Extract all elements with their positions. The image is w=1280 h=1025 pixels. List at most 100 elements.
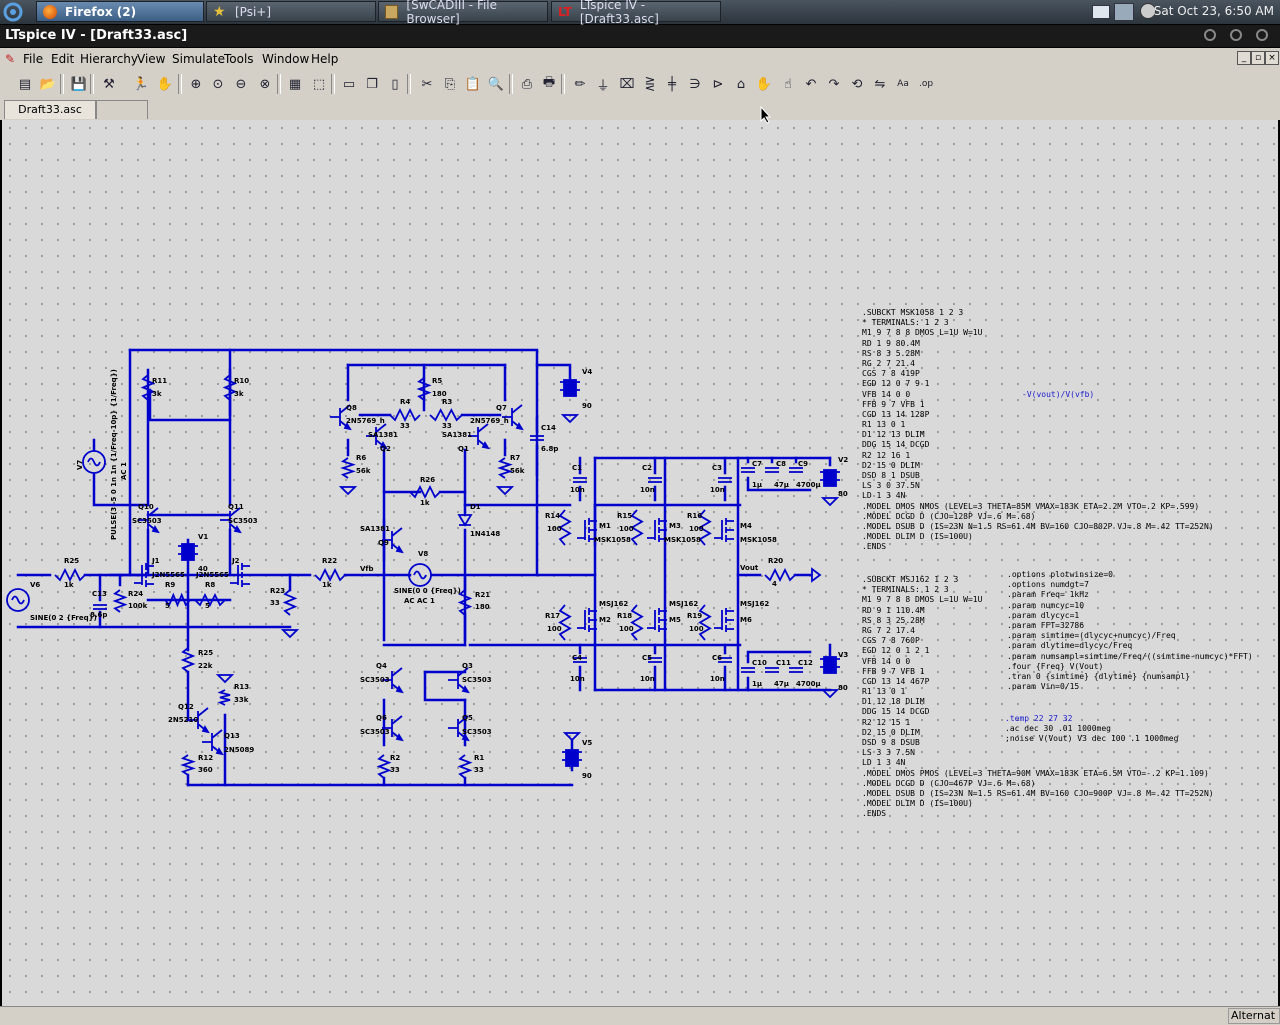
wire[interactable] (746, 476, 812, 492)
new-schematic-icon[interactable]: ▤ (18, 76, 32, 92)
resistor[interactable] (180, 647, 196, 673)
redo-icon[interactable]: ↷ (828, 76, 840, 92)
capacitor-icon[interactable]: ╪ (668, 76, 676, 92)
resistor[interactable] (457, 589, 473, 616)
resistor[interactable] (222, 374, 238, 401)
capacitor[interactable] (765, 467, 779, 473)
diode[interactable] (457, 514, 473, 527)
close-button[interactable] (1256, 29, 1268, 41)
capacitor[interactable] (573, 477, 587, 483)
find-icon[interactable]: 🔍 (487, 76, 505, 92)
mosfet[interactable] (577, 608, 597, 632)
arrow[interactable] (395, 545, 404, 554)
transistor[interactable] (382, 527, 403, 553)
clock-tray-icon[interactable] (1140, 3, 1156, 19)
capacitor[interactable] (718, 477, 732, 483)
cascade-icon[interactable]: ❐ (366, 76, 378, 92)
capacitor[interactable] (718, 657, 732, 663)
open-icon[interactable]: 📂 (39, 76, 57, 92)
drag-icon[interactable]: ☝ (784, 76, 792, 92)
arrow[interactable] (201, 725, 210, 734)
tab-draft33[interactable]: Draft33.asc (4, 100, 96, 119)
arrow[interactable] (461, 685, 470, 694)
capacitor[interactable] (741, 467, 755, 473)
waveform-icon[interactable]: ▦ (288, 76, 302, 92)
control-panel-icon[interactable]: ⚒ (103, 76, 115, 92)
mosfet[interactable] (134, 563, 154, 587)
print-icon[interactable]: 🖶 (542, 75, 556, 90)
menu-view[interactable]: View (137, 52, 166, 66)
tab-empty[interactable] (96, 100, 148, 119)
system-menu-icon[interactable] (3, 2, 23, 22)
pan-icon[interactable]: ✋ (156, 76, 174, 92)
zoom-in-icon[interactable]: ⊕ (190, 76, 202, 92)
transistor[interactable] (382, 667, 403, 693)
resistor[interactable] (416, 377, 432, 401)
transistor[interactable] (202, 729, 223, 755)
capacitor[interactable] (765, 667, 779, 673)
arrow[interactable] (395, 733, 404, 742)
transistor[interactable] (382, 715, 403, 741)
autorange-icon[interactable]: ⬚ (312, 76, 326, 92)
resistor[interactable] (112, 589, 128, 613)
voltage-source[interactable] (6, 588, 30, 612)
undo-icon[interactable]: ↶ (805, 76, 817, 92)
output-port[interactable] (811, 567, 822, 583)
voltage-source[interactable] (408, 563, 432, 587)
battery[interactable] (563, 379, 577, 397)
mirror-icon[interactable]: ⇋ (874, 76, 886, 92)
resistor[interactable] (429, 408, 463, 422)
mosfet[interactable] (714, 518, 734, 542)
resistor[interactable] (698, 604, 712, 641)
arrow[interactable] (515, 422, 524, 431)
mdi-close-button[interactable]: × (1265, 51, 1279, 65)
inductor-icon[interactable]: ∋ (689, 76, 701, 92)
zoom-cancel-icon[interactable]: ⊗ (259, 76, 271, 92)
mosfet[interactable] (230, 563, 250, 587)
sine-icon[interactable] (11, 595, 25, 605)
paste-icon[interactable]: 📋 (464, 76, 482, 92)
transistor[interactable] (502, 404, 523, 430)
resistor[interactable] (558, 604, 572, 641)
wire[interactable] (746, 650, 812, 664)
wire[interactable] (423, 670, 467, 702)
battery[interactable] (823, 469, 837, 487)
resistor[interactable] (340, 457, 356, 479)
arrow[interactable] (343, 422, 352, 431)
mosfet[interactable] (647, 518, 667, 542)
sine-icon[interactable] (87, 457, 101, 467)
voltage-source[interactable] (82, 450, 106, 474)
rotate-icon[interactable]: ⟲ (851, 76, 863, 92)
mdi-restore-button[interactable]: ▫ (1251, 51, 1265, 65)
capacitor[interactable] (741, 667, 755, 673)
mosfet[interactable] (577, 518, 597, 542)
menu-simulate[interactable]: Simulate (172, 52, 226, 66)
component-icon[interactable]: ⌂ (736, 76, 746, 92)
text-icon[interactable]: Aa (897, 79, 909, 89)
tile-horizontal-icon[interactable]: ▭ (342, 76, 356, 92)
arrow[interactable] (215, 747, 224, 756)
spice-directives[interactable]: .options plotwinsize=0.options numdgt=7.… (1007, 570, 1253, 692)
capacitor[interactable] (648, 477, 662, 483)
mosfet[interactable] (647, 608, 667, 632)
spice-directive-icon[interactable]: .op (918, 79, 934, 89)
taskbar-firefox[interactable]: Firefox (2) (36, 1, 204, 22)
transistor[interactable] (220, 507, 241, 533)
arrow[interactable] (461, 733, 470, 742)
battery[interactable] (565, 749, 579, 767)
run-icon[interactable]: 🏃 (132, 76, 150, 92)
resistor[interactable] (140, 374, 156, 401)
transistor[interactable] (448, 667, 469, 693)
ground-icon[interactable]: ⏚ (596, 78, 610, 94)
mail-tray-icon[interactable] (1092, 5, 1110, 19)
menu-hierarchy[interactable]: Hierarchy (80, 52, 139, 66)
ground-icon[interactable] (280, 629, 300, 639)
transistor[interactable] (138, 507, 159, 533)
window-titlebar[interactable]: LTspice IV - [Draft33.asc] (0, 25, 1280, 47)
temp-directive[interactable]: .temp 22 27 32 (1005, 714, 1073, 723)
resistor[interactable] (194, 592, 226, 608)
capacitor[interactable] (789, 667, 803, 673)
